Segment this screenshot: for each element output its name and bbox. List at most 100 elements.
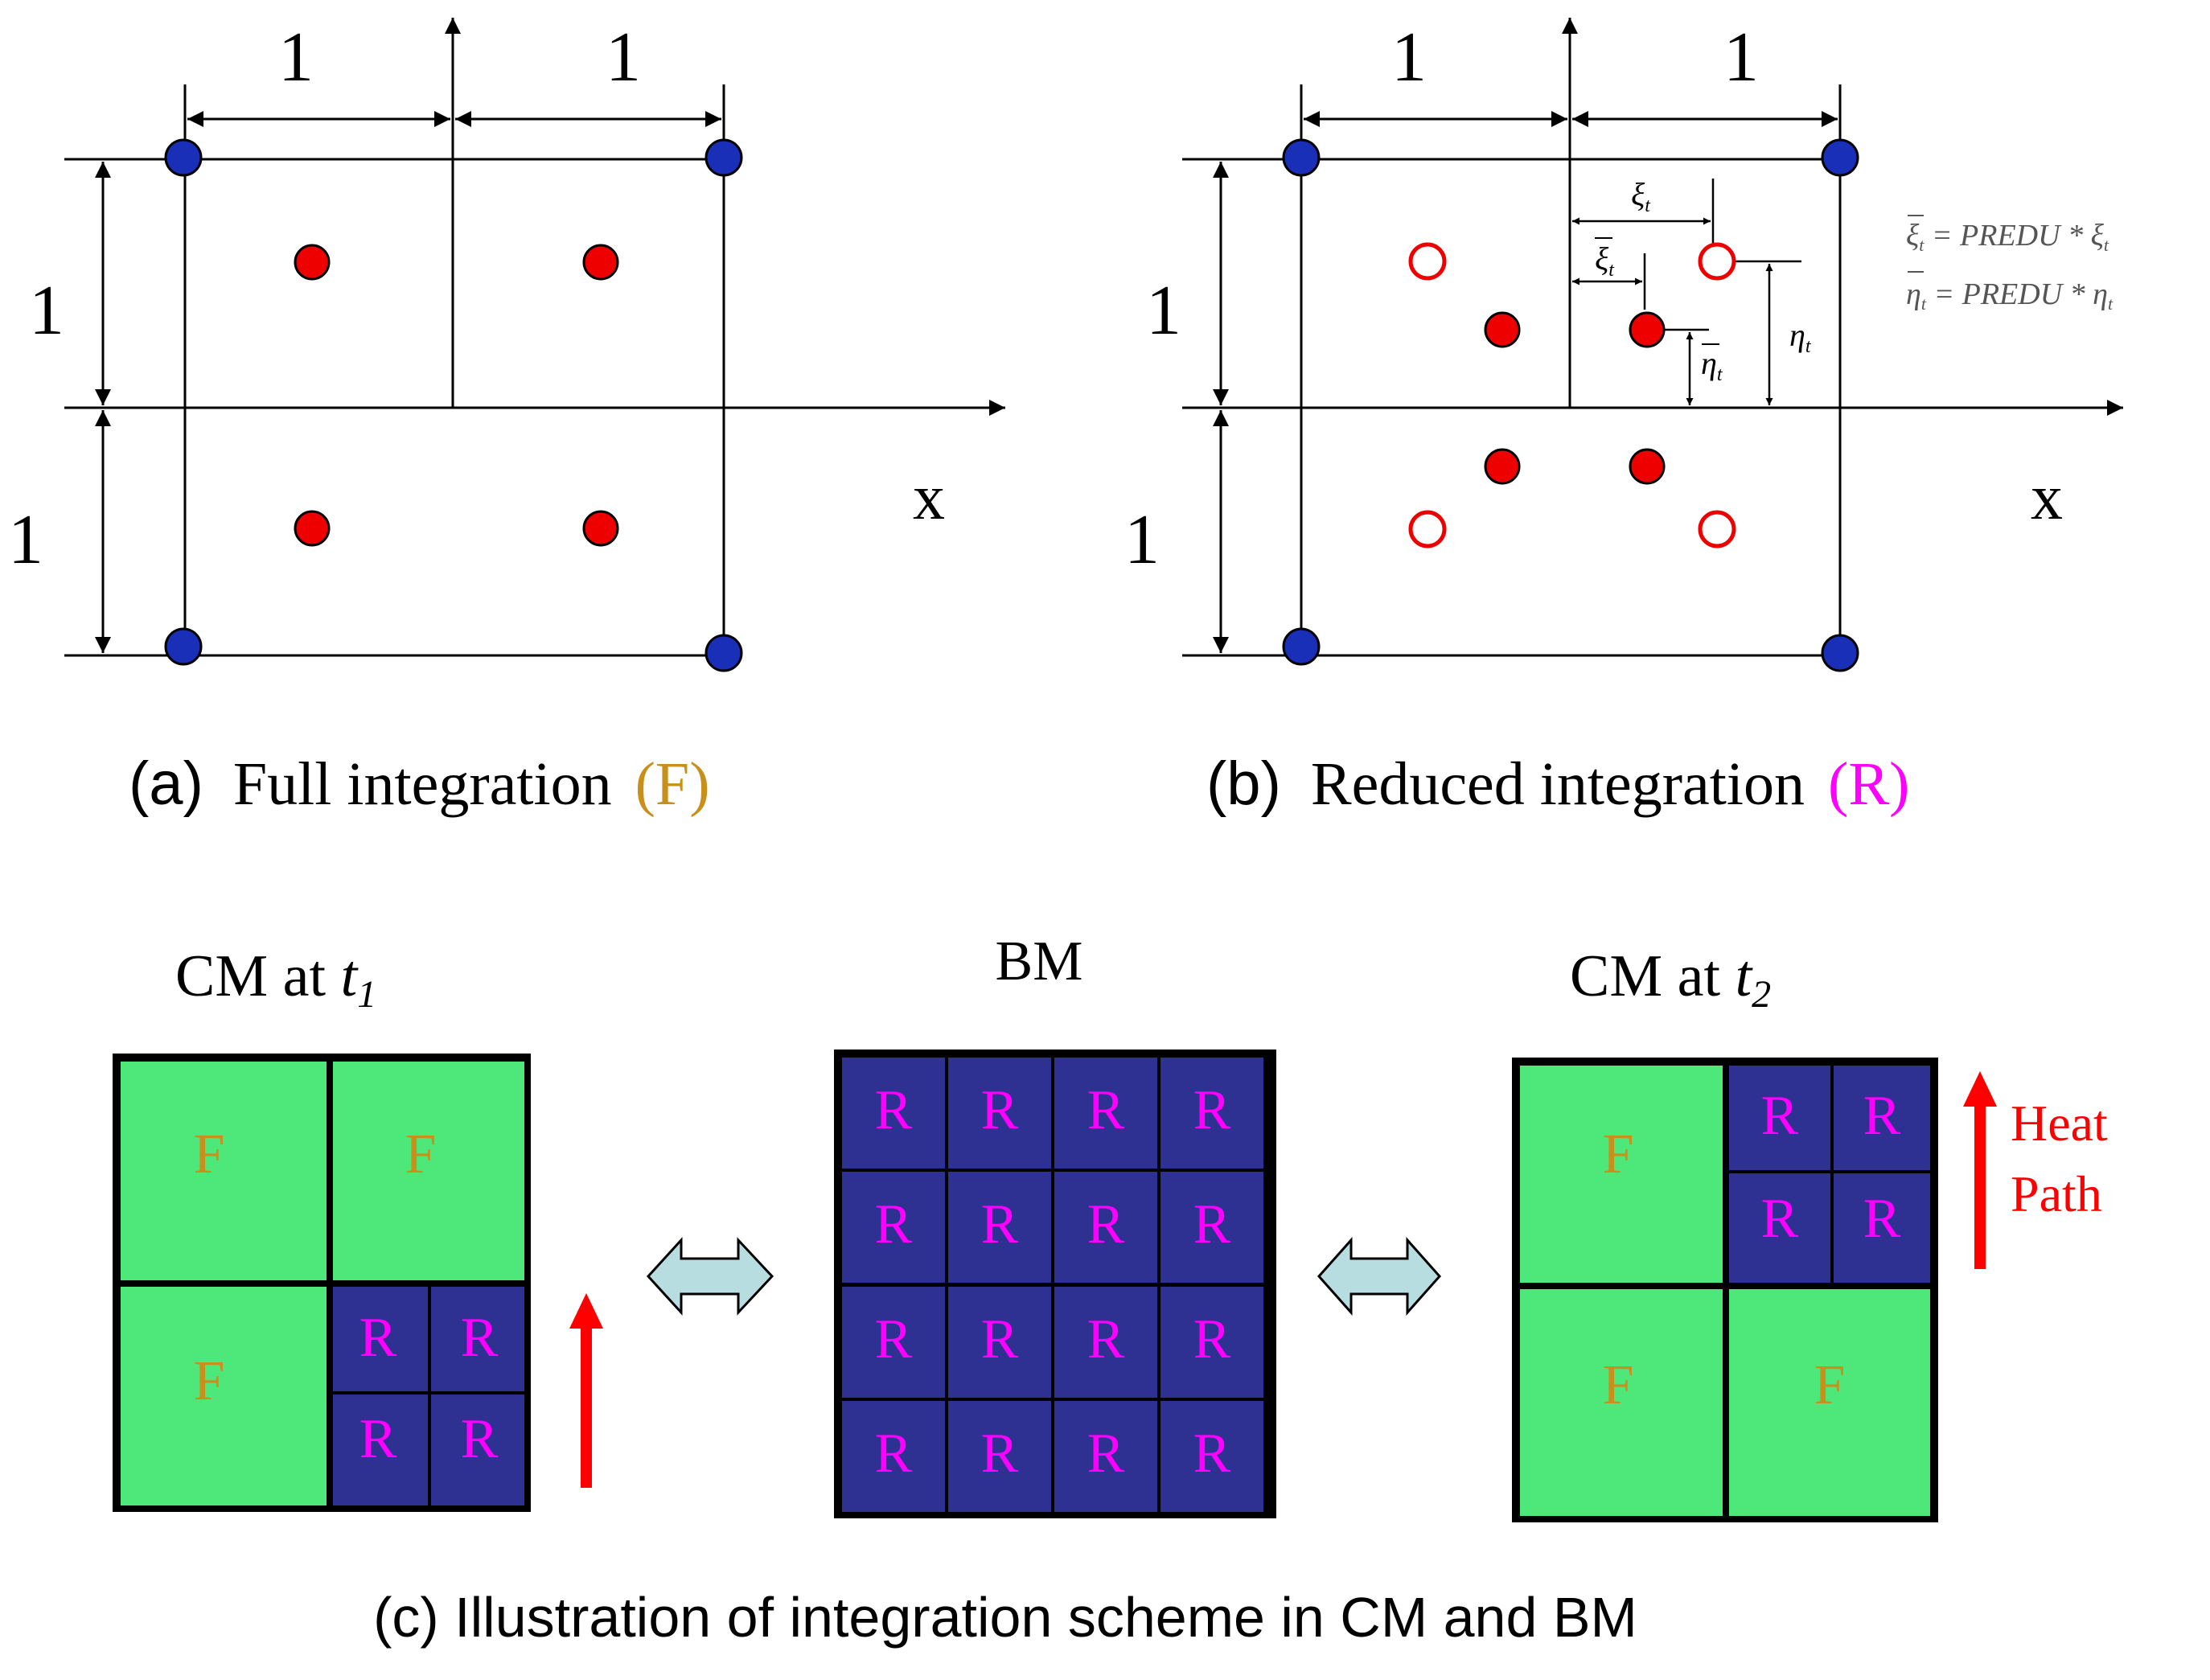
reduced-cell (1834, 1066, 1930, 1170)
corner-node (1821, 138, 1859, 177)
double-arrow-cm1-bm (646, 1237, 774, 1316)
arrow-shaft (581, 1327, 592, 1488)
original-gauss-point (1698, 242, 1736, 281)
reduced-cell (842, 1172, 945, 1283)
reduced-label: R (1863, 1188, 1901, 1250)
dim-label-side-bottom: 1 (1124, 501, 1160, 579)
reduced-label: R (1193, 1079, 1231, 1141)
reduced-cell (1160, 1401, 1263, 1512)
gauss-point (582, 244, 619, 281)
corner-node (1282, 627, 1321, 666)
x-axis-label: x (913, 462, 945, 533)
reduced-cell (333, 1287, 428, 1391)
bm-mesh (834, 1049, 1276, 1518)
caption-b: (b) Reduced integration (R) (1206, 750, 1909, 818)
reduced-label: R (981, 1193, 1019, 1255)
reduced-cell (842, 1401, 945, 1512)
reduced-cell (948, 1287, 1051, 1398)
reduced-cell (1054, 1058, 1157, 1169)
reduced-gauss-point (1629, 448, 1666, 485)
reduced-cell (333, 1395, 428, 1505)
eta-label: ηt (1789, 317, 1812, 357)
corner-node (1821, 634, 1859, 672)
dim-label-top-left: 1 (1391, 18, 1427, 97)
reduced-label: R (1863, 1085, 1901, 1147)
reduced-cell (842, 1287, 945, 1398)
reduced-label: R (1087, 1308, 1125, 1370)
reduced-cell (1729, 1066, 1830, 1170)
corner-node (164, 138, 203, 177)
panel-b-original-points (1408, 242, 1736, 548)
reduced-label: R (1087, 1079, 1125, 1141)
reduced-cell (948, 1058, 1051, 1169)
heat-path-arrow-left (569, 1293, 603, 1488)
reduced-cell (1054, 1401, 1157, 1512)
corner-node (164, 627, 203, 666)
bm-title: BM (996, 930, 1083, 992)
reduced-cell (1054, 1172, 1157, 1283)
full-label: F (194, 1350, 225, 1412)
reduced-cell (431, 1395, 524, 1505)
svg-text:ηt: ηt (1701, 345, 1723, 385)
heat-path-arrow-right (1963, 1071, 1997, 1269)
x-axis-label: x (2031, 462, 2063, 533)
reduced-label: R (875, 1308, 913, 1370)
original-gauss-point (1408, 510, 1447, 548)
cm-t1-title: CM at t1 (175, 943, 376, 1016)
dim-label-side-bottom: 1 (8, 501, 43, 579)
full-label: F (1603, 1123, 1634, 1185)
xi-label: ξt (1631, 176, 1651, 216)
reduced-label: R (875, 1193, 913, 1255)
xi-bar-label: ξt (1595, 237, 1615, 281)
reduced-label: R (1193, 1423, 1231, 1485)
cm-t1-mesh (113, 1054, 531, 1512)
arrow-head (569, 1293, 603, 1329)
full-cell (121, 1062, 327, 1280)
reduced-cell (1160, 1172, 1263, 1283)
reduced-gauss-point (1484, 311, 1521, 348)
reduced-cell (1834, 1173, 1930, 1283)
reduced-label: R (981, 1308, 1019, 1370)
reduced-label: R (461, 1408, 499, 1470)
corner-node (704, 634, 743, 672)
full-label: F (1603, 1354, 1634, 1416)
full-cell (333, 1062, 524, 1280)
reduced-cell (1729, 1173, 1830, 1283)
reduced-cell (1160, 1058, 1263, 1169)
dim-label-side-top: 1 (29, 272, 64, 350)
cm-t2-mesh (1512, 1058, 1938, 1522)
reduced-label: R (1193, 1193, 1231, 1255)
gauss-point (294, 510, 331, 547)
dim-label-top-right: 1 (1723, 18, 1759, 97)
reduced-cell (1054, 1287, 1157, 1398)
formula-eta: ηt = PREDU * ηt (1906, 277, 2113, 314)
caption-a: (a) Full integration (F) (129, 750, 710, 818)
cm-t1-labels: F F F R R R R (194, 1123, 499, 1470)
reduced-label: R (359, 1408, 397, 1470)
heat-label-line-2: Path (2011, 1165, 2102, 1222)
reduced-cell (842, 1058, 945, 1169)
panel-a-full-integration (64, 18, 1005, 657)
caption-c: (c) Illustration of integration scheme i… (373, 1586, 1637, 1649)
panel-b-nodes (1282, 138, 1859, 672)
dim-label-side-top: 1 (1146, 272, 1181, 350)
reduced-label: R (1087, 1423, 1125, 1485)
full-label: F (1814, 1354, 1846, 1416)
original-gauss-point (1408, 242, 1447, 281)
heat-path-label: Heat Path (2011, 1095, 2121, 1222)
predu-formulas: ξt = PREDU * ξt ηt = PREDU * ηt (1906, 215, 2113, 314)
double-arrow-bm-cm2 (1317, 1237, 1442, 1316)
reduced-cell (1160, 1287, 1263, 1398)
reduced-label: R (875, 1079, 913, 1141)
full-cell (1729, 1289, 1930, 1516)
corner-node (1282, 138, 1321, 177)
full-label: F (194, 1123, 225, 1185)
full-cell (1520, 1066, 1723, 1283)
formula-xi: ξt = PREDU * ξt (1906, 219, 2109, 255)
reduced-gauss-point (1629, 311, 1666, 348)
reduced-label: R (359, 1307, 397, 1369)
reduced-cell (948, 1172, 1051, 1283)
reduced-label: R (981, 1079, 1019, 1141)
original-gauss-point (1698, 510, 1736, 548)
